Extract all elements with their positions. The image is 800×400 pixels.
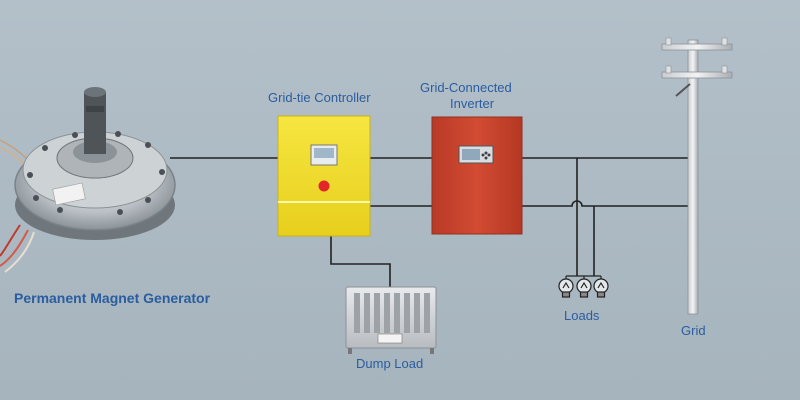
bulb-icon (593, 276, 609, 298)
inverter-label-line1: Grid-Connected (420, 80, 512, 95)
inverter-icon (431, 116, 523, 235)
wire-dump-load (330, 236, 391, 287)
bulb-icon (576, 276, 592, 298)
controller-indicator-light (318, 180, 330, 192)
wire-inverter-grid-bottom (522, 200, 690, 207)
utility-pole-icon (661, 37, 733, 315)
dump-load-icon (345, 286, 437, 354)
wiring (170, 157, 690, 287)
grid-label: Grid (681, 323, 706, 338)
generator-icon (0, 87, 176, 273)
dump-load-label: Dump Load (356, 356, 424, 371)
generator-label: Permanent Magnet Generator (14, 290, 211, 306)
loads-bulbs (558, 275, 609, 298)
controller-icon (277, 115, 371, 237)
inverter-label-line2: Inverter (450, 96, 495, 111)
controller-label: Grid-tie Controller (268, 90, 371, 105)
loads-label: Loads (564, 308, 600, 323)
bulb-icon (558, 276, 574, 298)
